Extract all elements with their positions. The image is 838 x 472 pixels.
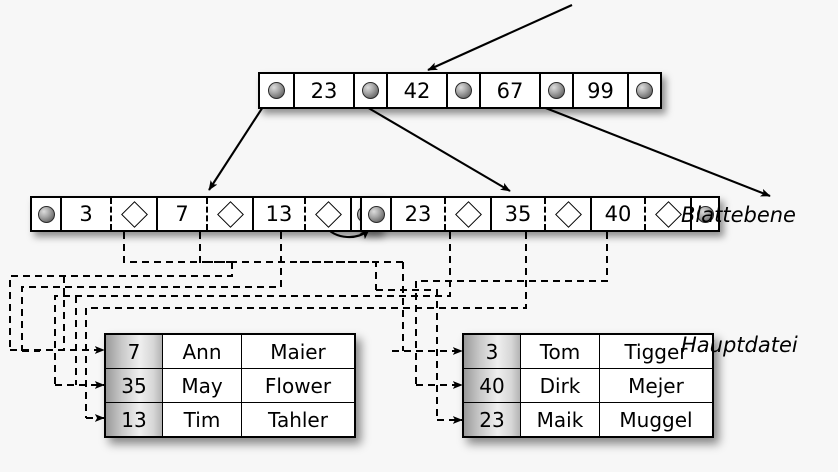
caption-leaf-level: Blattebene <box>681 203 796 227</box>
table-row[interactable]: 3 Tom Tigger <box>462 333 714 369</box>
leaf-left-record-pointer-0[interactable] <box>110 198 156 230</box>
sphere-pointer-icon <box>268 82 285 99</box>
root-pointer-4[interactable] <box>627 74 660 107</box>
leaf-left-record-pointer-2[interactable] <box>304 198 350 230</box>
leaf-left-pointer-prev[interactable] <box>32 198 60 230</box>
row-first: Tim <box>162 402 242 438</box>
main-file-table-right[interactable]: 3 Tom Tigger 40 Dirk Mejer 23 Maik Mugge… <box>462 333 714 438</box>
sphere-pointer-icon <box>548 82 565 99</box>
sphere-pointer-icon <box>362 82 379 99</box>
root-key-1: 42 <box>386 74 446 107</box>
root-to-outside-arrow <box>514 95 771 197</box>
row-first: Tom <box>520 333 600 369</box>
root-pointer-3[interactable] <box>539 74 572 107</box>
leaf-right-record-pointer-1[interactable] <box>544 198 590 230</box>
leaf-right-key-2: 40 <box>590 198 644 230</box>
table-row[interactable]: 35 May Flower <box>104 368 356 403</box>
root-key-2: 67 <box>479 74 539 107</box>
root-key-3: 99 <box>572 74 627 107</box>
diamond-pointer-icon <box>216 200 244 228</box>
table-row[interactable]: 23 Maik Muggel <box>462 402 714 438</box>
caption-main-file: Hauptdatei <box>681 333 798 357</box>
table-row[interactable]: 7 Ann Maier <box>104 333 356 369</box>
leaf-right-key-0: 23 <box>390 198 444 230</box>
table-row[interactable]: 40 Dirk Mejer <box>462 368 714 403</box>
row-last: Maier <box>241 333 356 369</box>
dashed-left-d2-b <box>376 289 438 420</box>
row-last: Muggel <box>599 402 714 438</box>
root-to-right-leaf-arrow <box>347 95 511 192</box>
diamond-pointer-icon <box>454 200 482 228</box>
leaf-right-record-pointer-0[interactable] <box>444 198 490 230</box>
root-key-0: 23 <box>293 74 353 107</box>
leaf-left-key-0: 3 <box>60 198 110 230</box>
leaf-right-key-1: 35 <box>490 198 544 230</box>
dashed-left-d1 <box>123 232 232 263</box>
row-key: 35 <box>104 368 163 403</box>
row-key: 7 <box>104 333 163 369</box>
sphere-pointer-icon <box>696 205 714 223</box>
root-pointer-0[interactable] <box>260 74 293 107</box>
row-first: Maik <box>520 402 600 438</box>
leaf-left-key-2: 13 <box>252 198 304 230</box>
incoming-root-arrow <box>427 4 573 71</box>
leaf-left-record-pointer-1[interactable] <box>206 198 252 230</box>
leaf-right-pointer-prev[interactable] <box>362 198 390 230</box>
row-key: 3 <box>462 333 521 369</box>
sphere-pointer-icon <box>367 205 385 223</box>
dashed-left-d2 <box>199 232 377 290</box>
leaf-node-left[interactable]: 3 7 13 <box>30 196 380 232</box>
leaf-right-pointer-next[interactable] <box>690 198 718 230</box>
main-file-table-left[interactable]: 7 Ann Maier 35 May Flower 13 Tim Tahler <box>104 333 356 438</box>
table-row[interactable]: 13 Tim Tahler <box>104 402 356 438</box>
sphere-pointer-icon <box>636 82 653 99</box>
row-last: Tahler <box>241 402 356 438</box>
diamond-pointer-icon <box>554 200 582 228</box>
root-to-left-leaf-arrow <box>208 95 271 191</box>
sphere-pointer-icon <box>455 82 472 99</box>
row-last: Flower <box>241 368 356 403</box>
root-pointer-2[interactable] <box>446 74 479 107</box>
root-pointer-1[interactable] <box>353 74 386 107</box>
row-key: 40 <box>462 368 521 403</box>
diamond-pointer-icon <box>120 200 148 228</box>
leaf-left-key-1: 7 <box>156 198 206 230</box>
row-first: May <box>162 368 242 403</box>
sphere-pointer-icon <box>37 205 55 223</box>
row-key: 13 <box>104 402 163 438</box>
diamond-pointer-icon <box>314 200 342 228</box>
row-first: Dirk <box>520 368 600 403</box>
diamond-pointer-icon <box>654 200 682 228</box>
root-index-node[interactable]: 23 42 67 99 <box>258 72 662 109</box>
leaf-right-record-pointer-2[interactable] <box>644 198 690 230</box>
row-first: Ann <box>162 333 242 369</box>
row-key: 23 <box>462 402 521 438</box>
row-last: Mejer <box>599 368 714 403</box>
leaf-node-right[interactable]: 23 35 40 <box>360 196 720 232</box>
